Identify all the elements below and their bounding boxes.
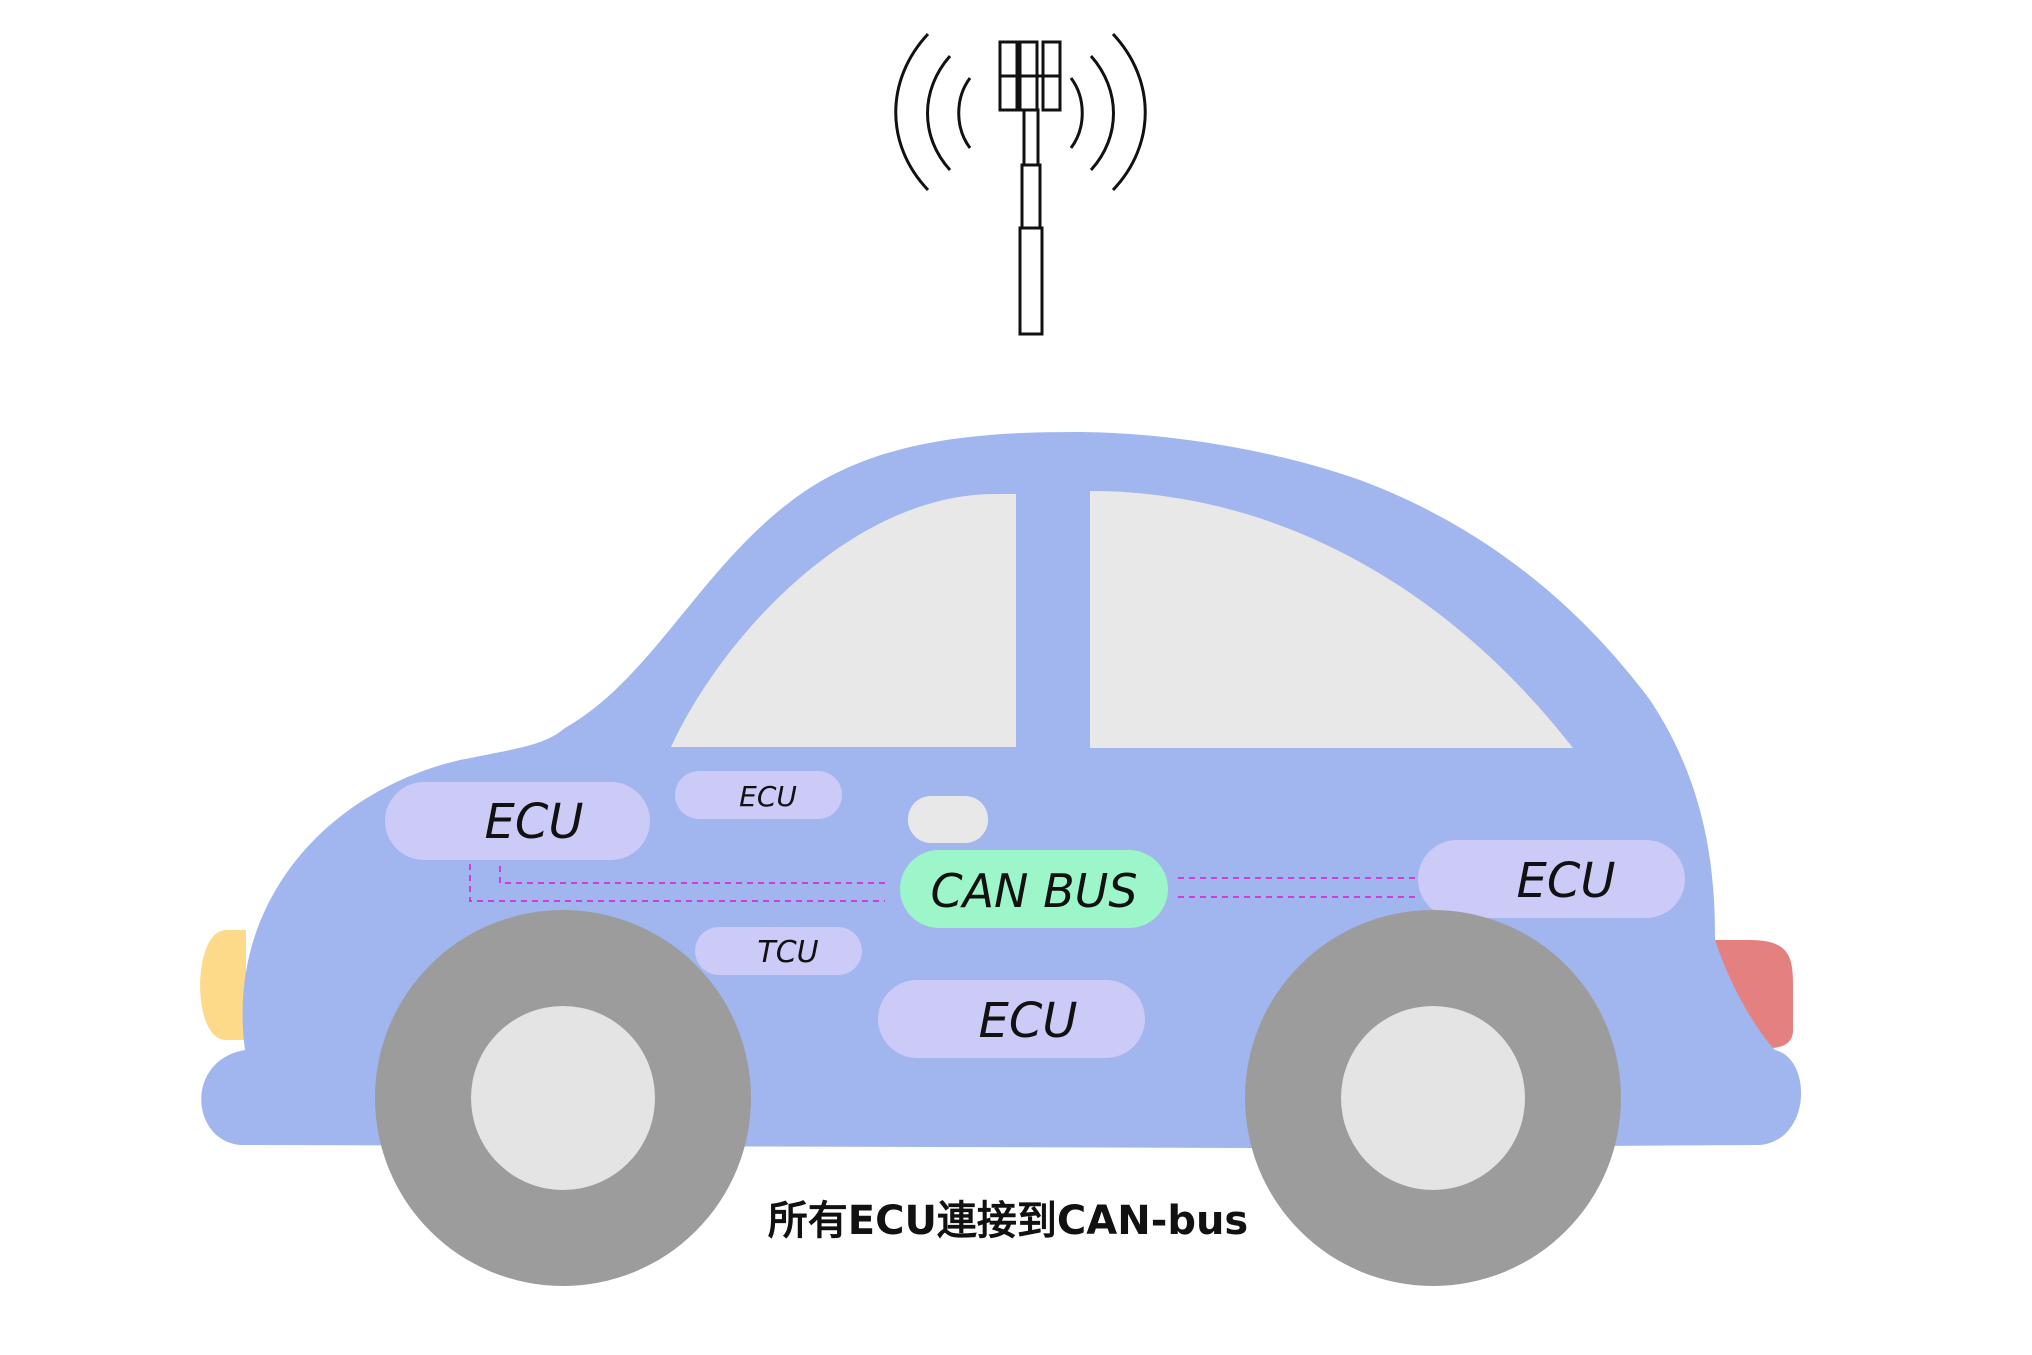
- diagram-caption: 所有ECU連接到CAN-bus: [768, 1198, 1248, 1244]
- tower-mast-base: [1020, 228, 1042, 334]
- signal-wave-right-outer: [1113, 34, 1145, 190]
- rear-wheel-hub: [1341, 1006, 1525, 1190]
- tower-mast-top: [1024, 110, 1038, 165]
- signal-wave-right-inner: [1071, 78, 1082, 148]
- ecu-rear-label: ECU: [1517, 853, 1616, 909]
- can-bus-label: CAN BUS: [930, 864, 1137, 918]
- rear-wheel: [1245, 910, 1621, 1286]
- tcu-label: TCU: [757, 935, 818, 970]
- ecu-lower-center-label: ECU: [979, 993, 1078, 1049]
- signal-wave-left-inner: [959, 78, 970, 148]
- front-wheel: [375, 910, 751, 1286]
- ecu-front-label: ECU: [485, 794, 584, 850]
- ecu-lower-center: ECU: [878, 980, 1145, 1058]
- tower-mast-mid: [1022, 165, 1040, 228]
- door-handle: [908, 796, 988, 843]
- front-wheel-hub: [471, 1006, 655, 1190]
- signal-wave-left-outer: [896, 34, 928, 190]
- tcu: TCU: [695, 927, 862, 975]
- cell-tower-icon: [896, 34, 1146, 334]
- signal-wave-right-mid: [1091, 56, 1114, 170]
- ecu-small-top-label: ECU: [739, 780, 797, 813]
- front-light: [200, 930, 246, 1040]
- can-bus-node: CAN BUS: [900, 850, 1168, 928]
- ecu-small-top: ECU: [675, 771, 842, 819]
- ecu-front: ECU: [385, 782, 650, 860]
- ecu-rear: ECU: [1418, 840, 1685, 918]
- signal-wave-left-mid: [928, 56, 951, 170]
